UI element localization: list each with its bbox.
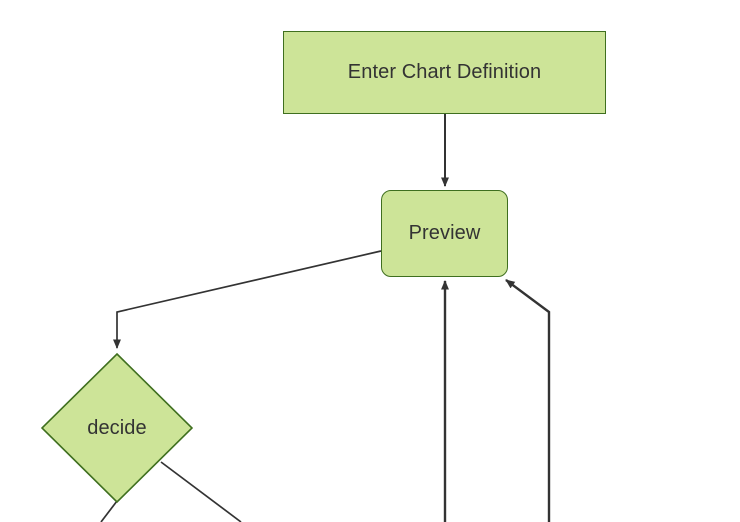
node-label-enter-chart-definition: Enter Chart Definition (347, 61, 542, 83)
node-decide[interactable]: decide (41, 353, 193, 503)
diamond-shape (41, 353, 193, 503)
node-label-decide: decide (87, 416, 147, 439)
edge-preview-to-decide (113, 250, 382, 349)
node-enter-chart-definition[interactable]: Enter Chart Definition (283, 31, 606, 114)
node-label-preview: Preview (408, 222, 481, 244)
edge-decide-branch-left (100, 500, 118, 522)
edge-return-right-to-preview (505, 279, 551, 522)
edge-decide-branch-right (160, 461, 242, 522)
node-preview[interactable]: Preview (381, 190, 508, 277)
diamond-label-wrap: decide (41, 353, 193, 503)
